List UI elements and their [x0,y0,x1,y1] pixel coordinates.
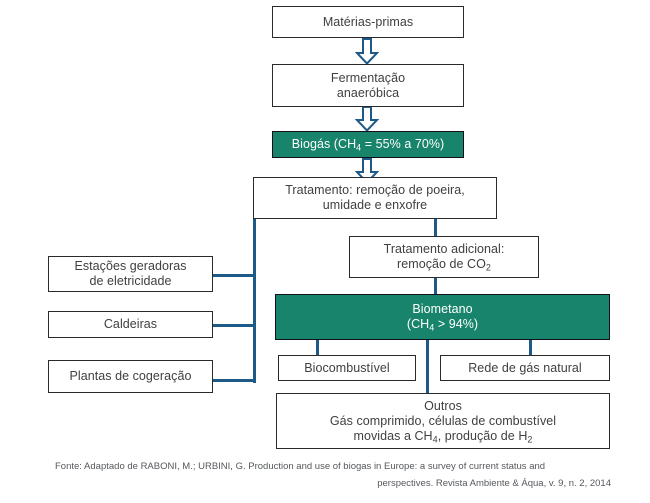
node-plantas-cogeracao[interactable]: Plantas de cogeração [48,360,213,393]
arrow-materias-to-fermentacao [355,38,379,65]
connector-biometano-to-rede-gas [529,340,532,356]
node-outros[interactable]: Outros Gás comprimido, células de combus… [276,393,610,449]
connector-biometano-to-biocombustivel [316,340,319,356]
node-caldeiras-label: Caldeiras [103,317,158,331]
node-biometano[interactable]: Biometano (CH4 > 94%) [275,294,610,340]
node-estacoes-line2: de eletricidade [89,274,172,288]
connector-tratamento-to-left-trunk [253,218,256,383]
node-biogas[interactable]: Biogás (CH4 = 55% a 70%) [272,131,464,158]
connector-left-trunk-to-estacoes [212,274,255,277]
node-materias-primas-label: Matérias-primas [322,14,414,29]
node-rede-gas-natural[interactable]: Rede de gás natural [440,355,610,381]
node-tratamento-adicional-subscript: 2 [485,262,491,273]
node-fermentacao-anaerobica[interactable]: Fermentação anaeróbica [272,64,464,107]
connector-biometano-to-outros [426,340,429,394]
node-outros-line1: Outros [424,398,462,413]
node-tratamento-line2: umidade e enxofre [322,198,428,212]
node-tratamento-line1: Tratamento: remoção de poeira, [285,183,465,197]
node-cogeracao-label: Plantas de cogeração [69,369,192,383]
node-rede-gas-label: Rede de gás natural [468,360,582,375]
node-outros-line3-a: movidas a CH [353,428,433,443]
arrow-fermentacao-to-biogas [355,106,379,132]
node-tratamento-adicional-line1: Tratamento adicional: [383,242,505,256]
node-biocombustivel[interactable]: Biocombustível [278,355,416,381]
connector-left-trunk-to-caldeiras [212,324,255,327]
node-biometano-line2: (CH4 > 94%) [407,317,478,332]
node-caldeiras[interactable]: Caldeiras [48,311,213,338]
source-caption-line1: Fonte: Adaptado de RABONI, M.; URBINI, G… [55,461,546,472]
node-outros-subscript-h2: 2 [527,434,533,445]
node-estacoes-line1: Estações geradoras [74,259,187,273]
source-caption-line2: perspectives. Revista Ambiente & Áqua, v… [377,478,611,489]
connector-left-trunk-to-cogeracao [212,379,255,382]
connector-tratamento-adicional-to-biometano [434,277,437,295]
node-fermentacao-line2: anaeróbica [336,85,400,100]
node-tratamento-adicional-line2: remoção de CO2 [397,257,491,272]
node-materias-primas[interactable]: Matérias-primas [272,6,464,38]
node-outros-subscript-ch4: 4 [432,434,438,445]
node-biogas-label: Biogás (CH4 = 55% a 70%) [292,137,444,152]
node-outros-line3: movidas a CH4, produção de H2 [354,429,533,444]
node-biometano-subscript: 4 [429,322,435,333]
node-biometano-line1: Biometano [412,302,473,316]
node-fermentacao-line1: Fermentação [330,70,406,85]
node-outros-line2: Gás comprimido, células de combustível [329,413,557,428]
node-biogas-prefix: Biogás (CH [291,137,357,151]
node-biogas-suffix: = 55% a 70%) [361,137,445,151]
node-biometano-line2-suffix: > 94%) [434,317,479,331]
node-tratamento-adicional-line2-prefix: remoção de CO [397,257,486,271]
source-caption: Fonte: Adaptado de RABONI, M.; URBINI, G… [55,458,611,492]
node-biocombustivel-label: Biocombustível [304,360,390,375]
node-tratamento-adicional[interactable]: Tratamento adicional: remoção de CO2 [349,236,539,278]
node-biogas-subscript: 4 [356,142,362,153]
node-tratamento[interactable]: Tratamento: remoção de poeira, umidade e… [253,177,497,219]
node-biometano-line2-prefix: (CH [406,317,430,331]
node-estacoes-geradoras[interactable]: Estações geradoras de eletricidade [48,256,213,292]
connector-tratamento-to-tratamento-adicional [434,218,437,237]
node-outros-line3-b: , produção de H [437,428,528,443]
